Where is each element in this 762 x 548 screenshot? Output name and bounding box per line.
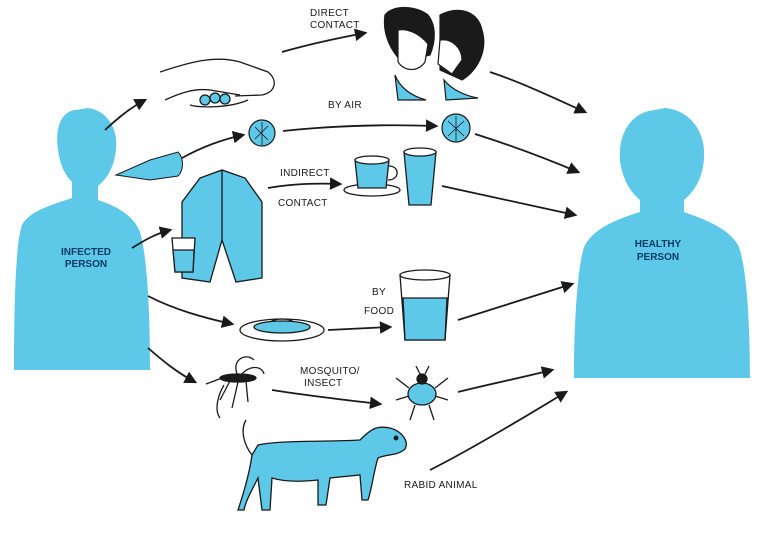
- plate-icon: [240, 319, 324, 341]
- arrow-couple-to-healthy: [490, 72, 585, 112]
- arrow-tick-to-healthy: [458, 370, 552, 392]
- tick-icon: [396, 366, 448, 420]
- glass-icon: [400, 270, 450, 340]
- infected-label-line1: INFECTED: [61, 247, 111, 258]
- label-by-air: BY AIR: [328, 100, 362, 111]
- label-rabid-animal: RABID ANIMAL: [404, 480, 478, 491]
- arrow-dog-to-healthy: [430, 392, 566, 470]
- arrow-cup-to-healthy: [442, 186, 575, 215]
- germ-icon: [249, 120, 275, 146]
- cup-and-saucer-icon: [344, 156, 400, 196]
- infected-person-figure: INFECTED PERSON: [14, 108, 183, 370]
- label-direct-line1: DIRECT: [310, 8, 349, 19]
- label-direct-line2: CONTACT: [310, 20, 360, 31]
- arrow-infected-to-germ: [182, 135, 243, 158]
- arrow-infected-to-handshake: [105, 100, 145, 130]
- glass-icon: [404, 148, 436, 205]
- mosquito-icon: [206, 357, 264, 418]
- healthy-person-figure: HEALTHY PERSON: [574, 108, 750, 378]
- arrow-handshake-to-couple: [282, 33, 365, 52]
- label-food-line2: FOOD: [364, 306, 394, 317]
- healthy-label-line1: HEALTHY: [635, 239, 682, 250]
- infected-label-line2: PERSON: [65, 259, 107, 270]
- handshake-icon: [160, 59, 274, 107]
- label-indirect-line1: INDIRECT: [280, 168, 330, 179]
- healthy-label-line2: PERSON: [637, 252, 679, 263]
- arrow-germ-to-healthy: [475, 134, 578, 172]
- arrow-infected-to-plate: [148, 296, 232, 324]
- label-food-line1: BY: [372, 287, 386, 298]
- label-mosquito-line2: INSECT: [304, 378, 342, 389]
- label-mosquito-line1: MOSQUITO/: [300, 366, 360, 377]
- jacket-icon: [172, 170, 262, 282]
- kissing-couple-icon: [384, 8, 483, 101]
- arrow-air-germ-to-germ: [283, 125, 436, 131]
- arrow-plate-to-glass: [328, 327, 390, 330]
- arrow-infected-to-mosquito: [148, 348, 195, 382]
- arrow-mosquito-to-tick: [272, 390, 380, 404]
- label-indirect-line2: CONTACT: [278, 198, 328, 209]
- germ-icon: [442, 114, 470, 142]
- arrow-jacket-to-cup: [268, 184, 340, 188]
- arrow-glass-to-healthy: [458, 284, 572, 320]
- dog-icon: [238, 420, 406, 510]
